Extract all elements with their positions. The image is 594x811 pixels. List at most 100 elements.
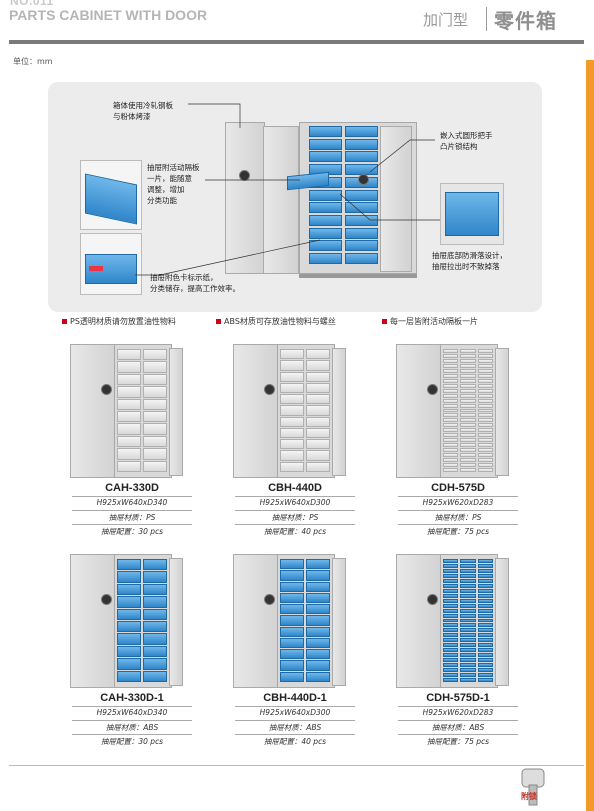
drawer xyxy=(117,645,141,658)
drawer xyxy=(443,573,459,578)
drawer xyxy=(460,678,476,682)
note-line: 凸片锁结构 xyxy=(440,142,478,151)
drawer xyxy=(460,573,476,578)
product-drawer-count: 抽屉配置：40 pcs xyxy=(263,527,327,536)
drawer xyxy=(443,468,459,472)
drawer xyxy=(143,349,167,361)
spec-divider xyxy=(72,496,192,497)
legend-item: PS透明材质请勿放置油性物料 xyxy=(62,316,176,327)
drawer xyxy=(306,394,330,405)
note-line: 抽屉底部防滑落设计， xyxy=(432,251,507,260)
drawer xyxy=(460,423,476,428)
drawer xyxy=(306,405,330,416)
drawer xyxy=(306,427,330,439)
spec-divider xyxy=(72,510,192,511)
drawer xyxy=(443,648,459,653)
drawer xyxy=(117,435,141,448)
drawer xyxy=(477,658,493,663)
slide-drawer xyxy=(445,192,499,236)
drawer xyxy=(443,453,459,458)
drawer xyxy=(309,253,342,264)
drawer xyxy=(306,349,330,360)
drawer xyxy=(443,663,459,668)
drawer xyxy=(460,588,476,593)
lock-icon xyxy=(239,170,250,181)
product-dimensions: H925xW620xD283 xyxy=(422,708,494,717)
drawer xyxy=(477,628,493,633)
main-cabinet-illustration xyxy=(225,122,417,280)
drawer xyxy=(143,460,167,472)
drawer xyxy=(280,637,304,649)
cabinet-left-door xyxy=(225,122,265,274)
product-model: CBH-440D xyxy=(268,482,322,494)
page-title-chinese: 零件箱 xyxy=(494,9,557,33)
drawer xyxy=(143,670,167,682)
note-line: 一片，能随意 xyxy=(147,174,192,183)
drawer xyxy=(280,349,304,360)
drawer xyxy=(143,398,167,410)
drawer xyxy=(143,423,167,435)
drawer xyxy=(477,559,493,563)
lock-icon-right xyxy=(358,174,369,185)
drawer xyxy=(477,413,493,418)
note-line: 与粉体烤漆 xyxy=(113,112,151,121)
drawer xyxy=(143,559,167,571)
spec-divider xyxy=(235,706,355,707)
drawer xyxy=(443,618,459,623)
drawer xyxy=(477,568,493,573)
drawer xyxy=(306,581,330,592)
drawer xyxy=(443,428,459,433)
drawer xyxy=(117,448,141,460)
drawer xyxy=(280,615,304,626)
drawer xyxy=(143,386,167,398)
drawer xyxy=(280,570,304,581)
drawer xyxy=(280,427,304,439)
drawer xyxy=(477,608,493,613)
drawer xyxy=(443,458,459,463)
drawer xyxy=(280,604,304,615)
drawer xyxy=(477,563,493,568)
drawer xyxy=(280,439,304,450)
lock-icon xyxy=(427,594,438,605)
note-lock: 嵌入式圆形把手 凸片锁结构 xyxy=(440,130,493,152)
drawer xyxy=(280,371,304,382)
drawer xyxy=(460,373,476,378)
drawer xyxy=(345,253,378,264)
drawer xyxy=(477,668,493,673)
drawer xyxy=(309,138,342,150)
note-line: 嵌入式圆形把手 xyxy=(440,131,493,140)
drawer xyxy=(306,360,330,371)
cabinet-left-door-panel xyxy=(263,126,299,274)
spec-divider xyxy=(398,510,518,511)
drawer xyxy=(477,578,493,583)
drawer xyxy=(460,638,476,643)
drawer xyxy=(460,468,476,472)
drawer xyxy=(477,593,493,598)
drawer xyxy=(443,643,459,648)
drawer xyxy=(280,592,304,604)
drawer xyxy=(460,398,476,403)
drawer xyxy=(460,618,476,623)
drawer xyxy=(477,633,493,638)
legend-text: PS透明材质请勿放置油性物料 xyxy=(70,317,176,326)
drawer xyxy=(477,638,493,643)
drawer xyxy=(345,138,378,150)
drawer xyxy=(460,363,476,368)
drawer xyxy=(306,450,330,461)
note-line: 分类储存，提高工作效率。 xyxy=(150,284,240,293)
drawer xyxy=(443,383,459,388)
note-slide: 抽屉底部防滑落设计， 抽屉拉出时不致掉落 xyxy=(432,250,507,272)
drawer xyxy=(477,383,493,388)
legend-text: 每一层皆附活动隔板一片 xyxy=(390,317,478,326)
drawer xyxy=(306,604,330,615)
drawer xyxy=(443,413,459,418)
drawer xyxy=(117,398,141,410)
drawer xyxy=(460,428,476,433)
drawer xyxy=(460,393,476,398)
drawer xyxy=(460,559,476,563)
drawer xyxy=(443,423,459,428)
spec-divider xyxy=(235,720,355,721)
drawer xyxy=(477,358,493,363)
note-line: 调整，增加 xyxy=(147,185,185,194)
